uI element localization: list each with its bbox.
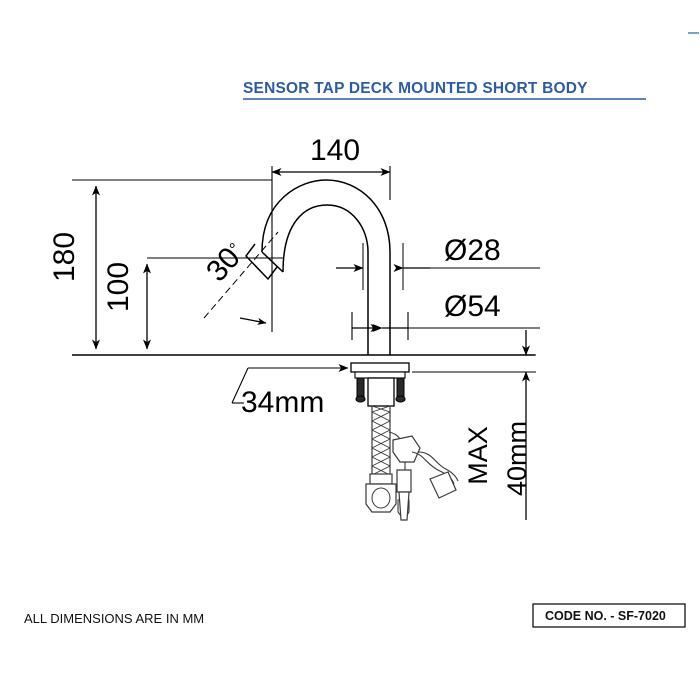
hose-nut (365, 483, 397, 513)
code-number-label: CODE NO. - SF-7020 (545, 609, 666, 623)
braided-hose (369, 405, 393, 485)
dim-label-140: 140 (310, 134, 361, 167)
faucet-outline (245, 179, 391, 355)
angle-leader-group (203, 231, 279, 332)
dim-label-180: 180 (48, 231, 82, 283)
dim-label-d28: Ø28 (444, 234, 501, 267)
dim-label-100: 100 (102, 261, 136, 313)
dim-140-group (271, 166, 391, 262)
dim-label-d54: Ø54 (444, 290, 501, 323)
sensor-cables (388, 431, 459, 521)
dim-label-34mm: 34mm (241, 386, 325, 419)
dim-max40-group (409, 330, 536, 520)
dim-d28-group (336, 243, 540, 290)
leader-34mm-group (231, 364, 349, 404)
base-flange (350, 362, 410, 407)
dim-100-group (143, 257, 283, 350)
drawing-title: SENSOR TAP DECK MOUNTED SHORT BODY (243, 80, 588, 97)
dim-label-40mm: 40mm (502, 420, 533, 497)
dim-label-max: MAX (462, 426, 493, 485)
dim-180-group (72, 179, 272, 350)
footer-note: ALL DIMENSIONS ARE IN MM (24, 611, 205, 626)
dim-d54-group (351, 312, 540, 340)
code-box-border (532, 603, 686, 628)
